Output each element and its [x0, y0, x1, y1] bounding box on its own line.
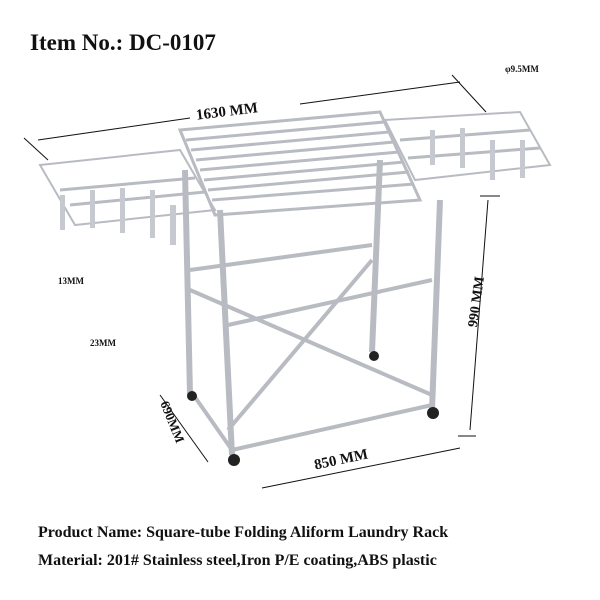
dim-1630-right: [299, 81, 461, 105]
product-name: Product Name: Square-tube Folding Alifor…: [38, 524, 449, 541]
dim-990: [469, 199, 489, 431]
dim-850: [261, 447, 461, 489]
material-description: Material: 201# Stainless steel,Iron P/E …: [38, 552, 437, 569]
wheels: [187, 351, 439, 466]
dim-1630-left: [37, 117, 191, 141]
tube-diameter-label: φ9.5MM: [505, 64, 539, 74]
dim-1630-tick-right: [451, 74, 487, 113]
small-tube-label: 13MM: [58, 276, 84, 286]
large-tube-label: 23MM: [90, 338, 116, 348]
dim-690: [159, 394, 209, 463]
item-number-title: Item No.: DC-0107: [30, 30, 216, 55]
clothes-pegs: [60, 128, 525, 245]
rack-frame: [38, 110, 552, 456]
dim-1630-tick-left: [23, 137, 49, 161]
dimension-lines: [23, 74, 500, 489]
